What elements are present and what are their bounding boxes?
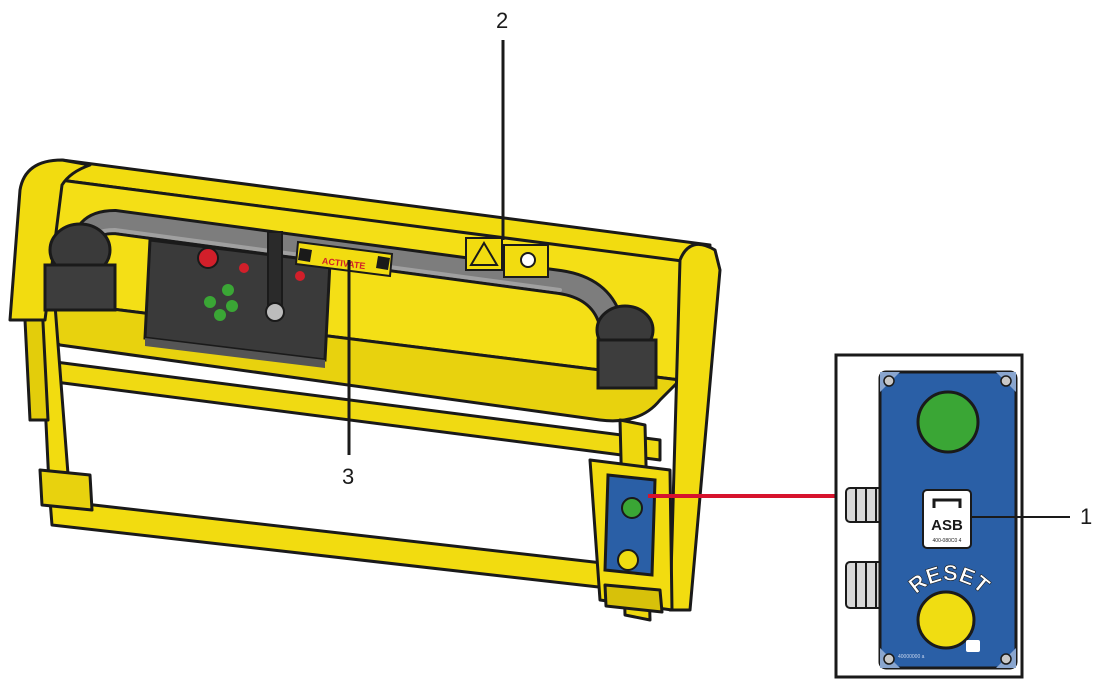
cable-glands [845,487,887,609]
warning-decal [465,237,549,278]
enclosure-code: 40000000 a [898,654,925,660]
right-foot [603,583,664,614]
screw-icon-top-left [883,375,895,387]
callout-3: 3 [342,464,355,489]
right-hoop [668,242,722,612]
screw-icon-top-right [1000,375,1012,387]
logo-badge-icon [966,640,980,652]
screw-icon-bottom-right [1000,653,1012,665]
activate-decal: ACTIVATE [294,240,394,278]
handle-bar [43,208,658,390]
emergency-stop-button [197,247,219,269]
asb-label-text: ASB [931,517,963,534]
left-hoop [8,158,92,322]
panel-button-green-4 [214,309,226,321]
panel-button-green-2 [204,296,216,308]
callout-2: 2 [496,8,509,33]
control-panel [143,231,332,368]
panel-button-red-2 [295,271,305,281]
panel-button-green-1 [222,284,234,296]
joystick [267,231,283,308]
panel-button-red [239,263,249,273]
callout-1: 1 [1080,504,1093,529]
asb-label-icon: ASB 400-080C0 4 [922,489,972,549]
bottom-rail [48,498,627,592]
asb-reset-button [916,590,976,650]
warning-triangle-icon [469,241,499,266]
mounted-asb-box [603,473,657,577]
asb-label-code: 400-080C0 4 [933,538,962,544]
right-grip-box [596,338,658,390]
asb-green-button [916,390,980,454]
mounted-asb-yellow-button [617,549,639,571]
left-grip-box [43,263,117,312]
asb-enclosure: ASB 400-080C0 4 RESET 40000000 a [878,370,1018,670]
left-foot [38,468,94,512]
panel-button-green-3 [226,300,238,312]
mounted-asb-green-button [621,497,643,519]
joystick-base [265,302,285,322]
screw-icon-bottom-left [883,653,895,665]
